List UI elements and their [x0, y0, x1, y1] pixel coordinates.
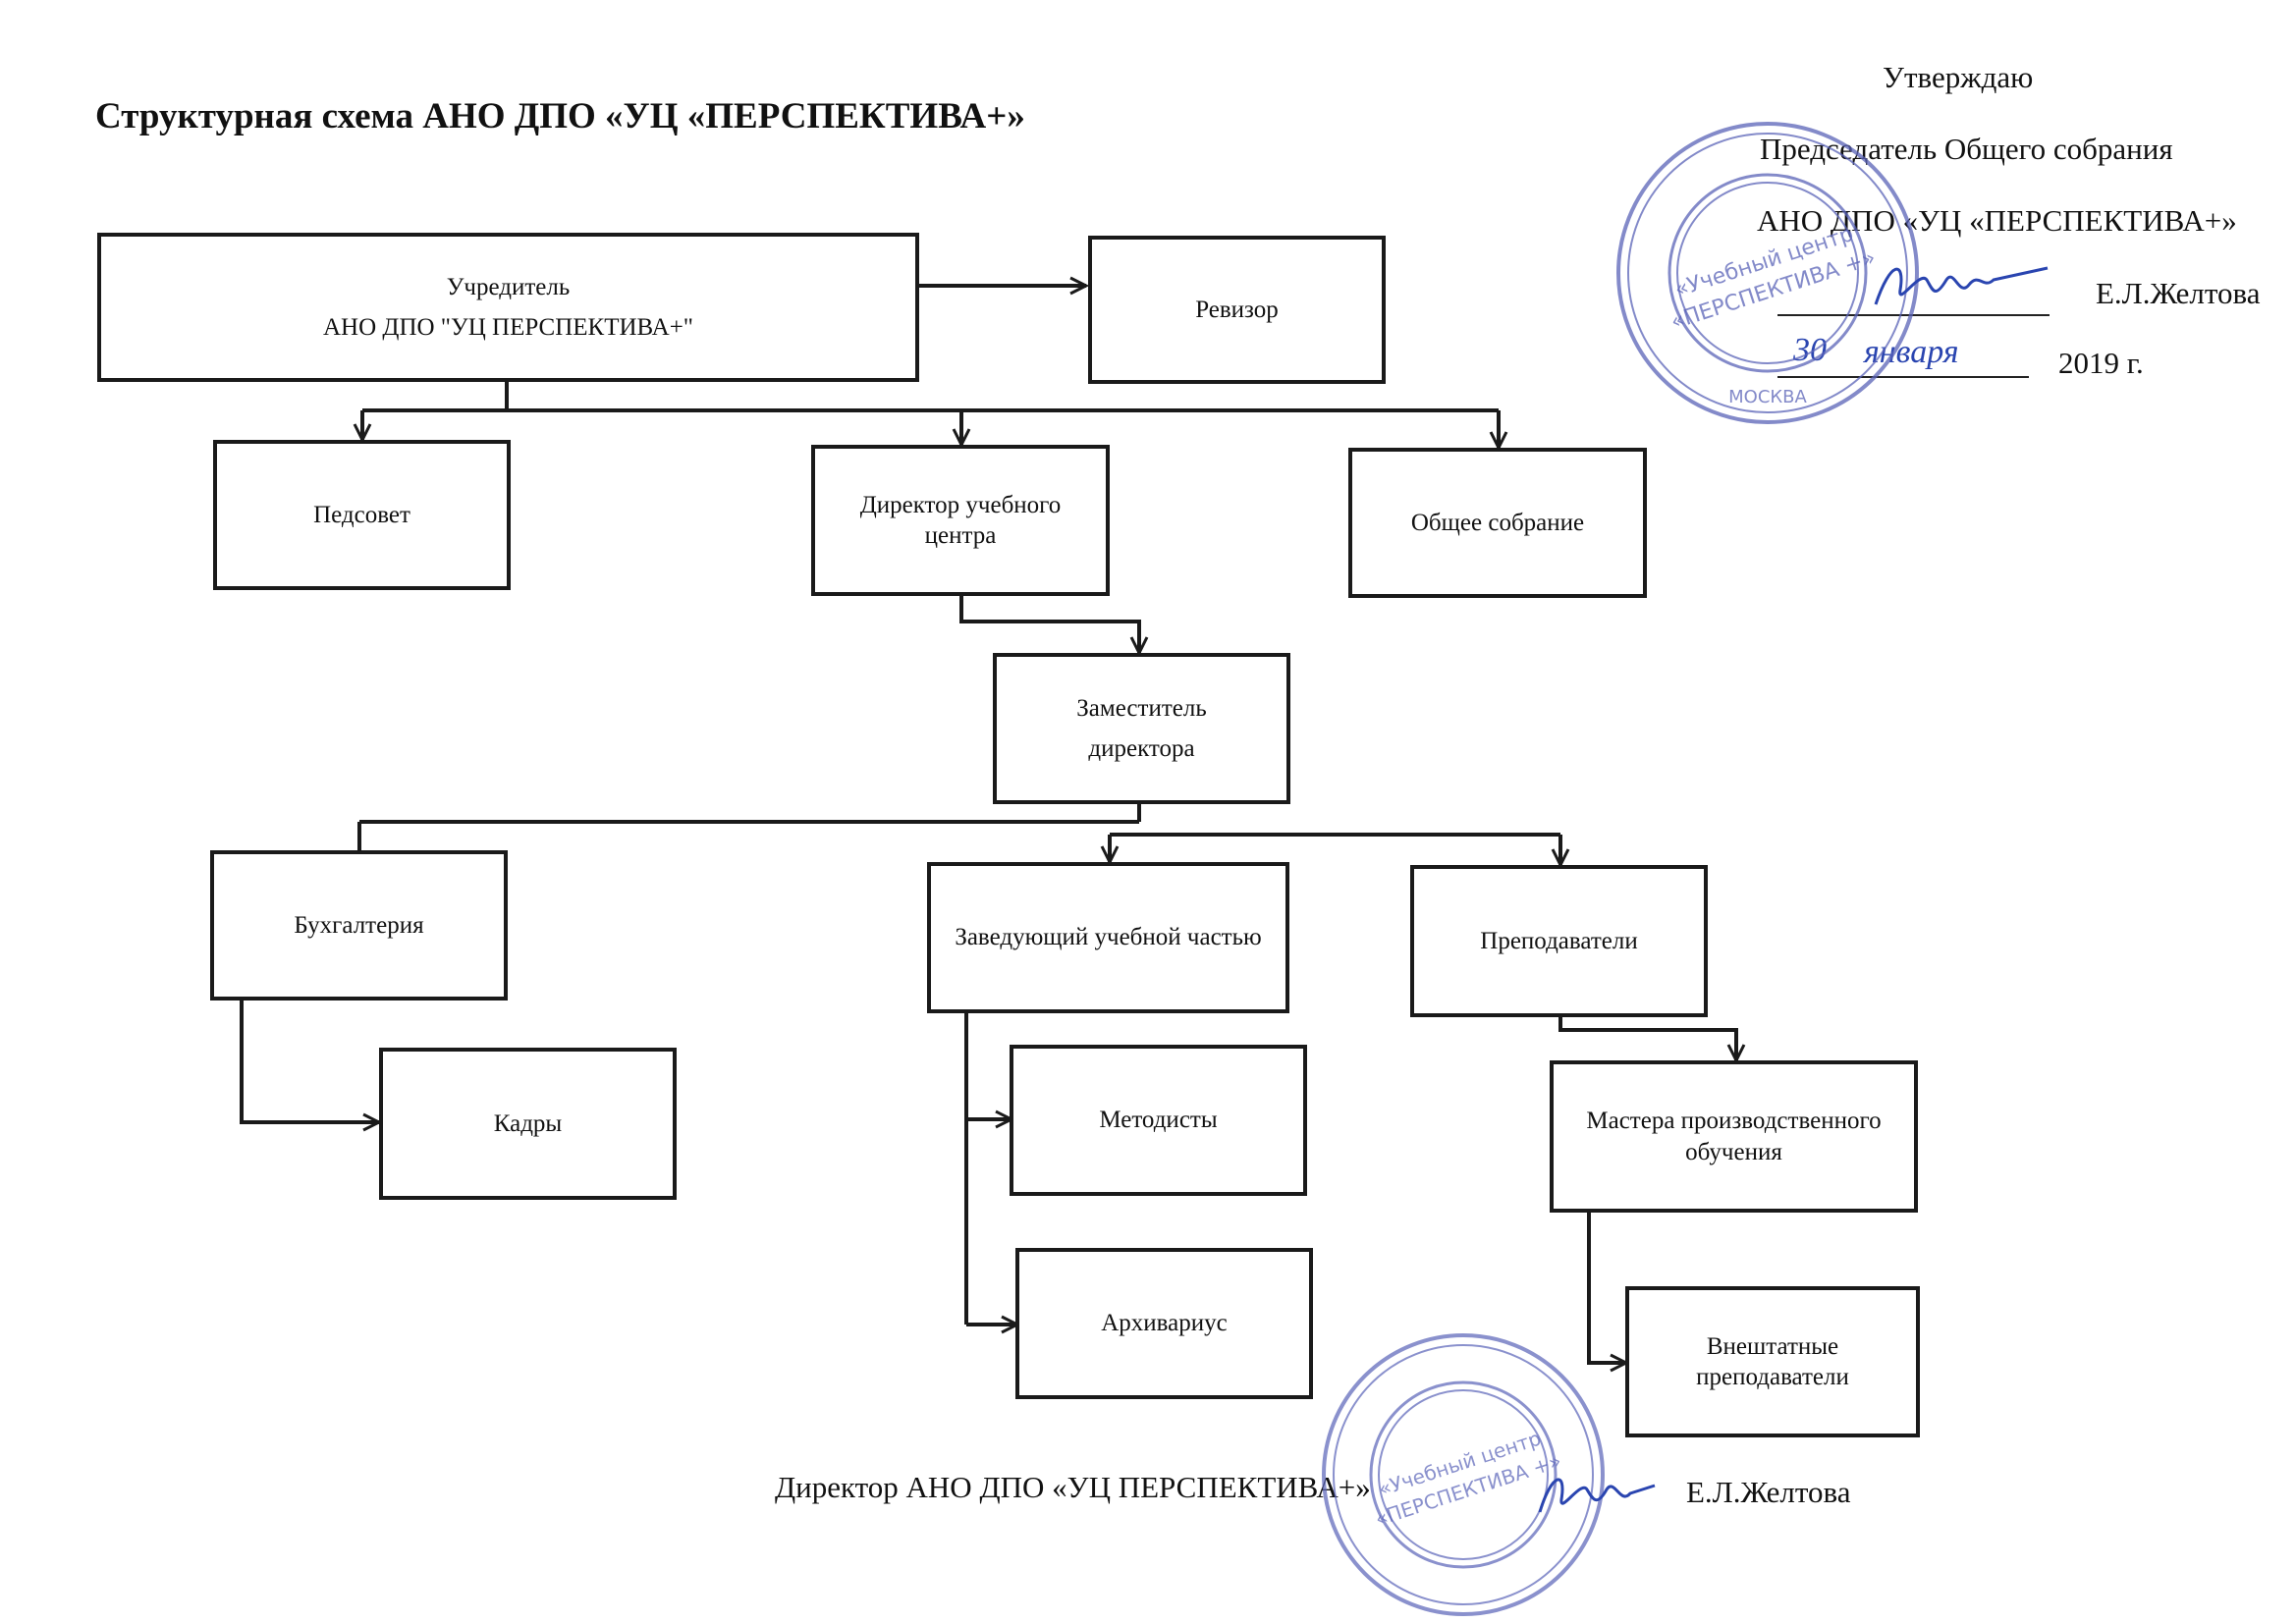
- general-meeting-label: Общее собрание: [1410, 509, 1585, 536]
- page-title: Структурная схема АНО ДПО «УЦ «ПЕРСПЕКТИ…: [95, 96, 1025, 136]
- edge-masters-freelance: [1587, 1210, 1626, 1363]
- box-deputy: Заместитель директора: [993, 653, 1290, 804]
- teachers-label: Преподаватели: [1480, 927, 1638, 954]
- footer-name: Е.Л.Желтова: [1686, 1475, 1851, 1509]
- stamp-seal-top: «Учебный центр «ПЕРСПЕКТИВА +» МОСКВА: [1616, 122, 1919, 424]
- edge-director-deputy: [959, 594, 1139, 653]
- box-masters: Мастера производственного обучения: [1550, 1060, 1918, 1213]
- freelance-line1: Внештатные: [1706, 1332, 1839, 1360]
- box-director: Директор учебного центра: [811, 445, 1110, 596]
- box-accounting: Бухгалтерия: [210, 850, 508, 1001]
- hr-label: Кадры: [493, 1109, 563, 1137]
- deputy-line2: директора: [1088, 735, 1195, 762]
- stamp-seal-bottom: «Учебный центр «ПЕРСПЕКТИВА +»: [1322, 1333, 1605, 1616]
- approval-year: 2019 г.: [2058, 346, 2144, 380]
- box-general-meeting: Общее собрание: [1348, 448, 1647, 598]
- approval-month: января: [1864, 334, 1959, 370]
- signature-director: [1538, 1478, 1656, 1513]
- signature-line: [1777, 314, 2050, 316]
- freelance-line2: преподаватели: [1696, 1364, 1849, 1390]
- box-methodists: Методисты: [1010, 1045, 1307, 1196]
- signature-approval: [1874, 266, 2049, 305]
- founder-line2: АНО ДПО "УЦ ПЕРСПЕКТИВА+": [322, 314, 694, 341]
- box-hr: Кадры: [379, 1048, 677, 1200]
- box-archivist: Архивариус: [1015, 1248, 1313, 1399]
- auditor-label: Ревизор: [1195, 296, 1279, 323]
- head-edu-label: Заведующий учебной частью: [955, 924, 1262, 951]
- pedsovet-label: Педсовет: [313, 501, 410, 528]
- box-auditor: Ревизор: [1088, 236, 1386, 384]
- date-line: [1777, 376, 2029, 378]
- box-freelance: Внештатные преподаватели: [1625, 1286, 1920, 1437]
- archivist-label: Архивариус: [1101, 1310, 1228, 1337]
- approval-heading: Утверждаю: [1883, 60, 2034, 94]
- masters-line2: обучения: [1685, 1138, 1782, 1165]
- masters-line1: Мастера производственного: [1586, 1108, 1882, 1135]
- box-founder: Учредитель АНО ДПО "УЦ ПЕРСПЕКТИВА+": [97, 233, 919, 382]
- footer-text: Директор АНО ДПО «УЦ ПЕРСПЕКТИВА+»: [775, 1470, 1371, 1504]
- edge-accounting-hr: [240, 998, 379, 1122]
- edge-teachers-masters: [1558, 1015, 1736, 1060]
- founder-line1: Учредитель: [446, 273, 571, 300]
- methodists-label: Методисты: [1099, 1107, 1218, 1134]
- approval-org: АНО ДПО «УЦ «ПЕРСПЕКТИВА+»: [1757, 203, 2237, 238]
- box-teachers: Преподаватели: [1410, 865, 1708, 1017]
- director-line1: Директор учебного: [859, 491, 1062, 518]
- stamp-top-city: МОСКВА: [1728, 387, 1807, 407]
- box-head-edu: Заведующий учебной частью: [927, 862, 1289, 1013]
- deputy-line1: Заместитель: [1076, 694, 1207, 722]
- accounting-label: Бухгалтерия: [294, 911, 424, 939]
- box-pedsovet: Педсовет: [213, 440, 511, 590]
- director-line2: центра: [924, 522, 997, 549]
- approval-name: Е.Л.Желтова: [2096, 276, 2261, 310]
